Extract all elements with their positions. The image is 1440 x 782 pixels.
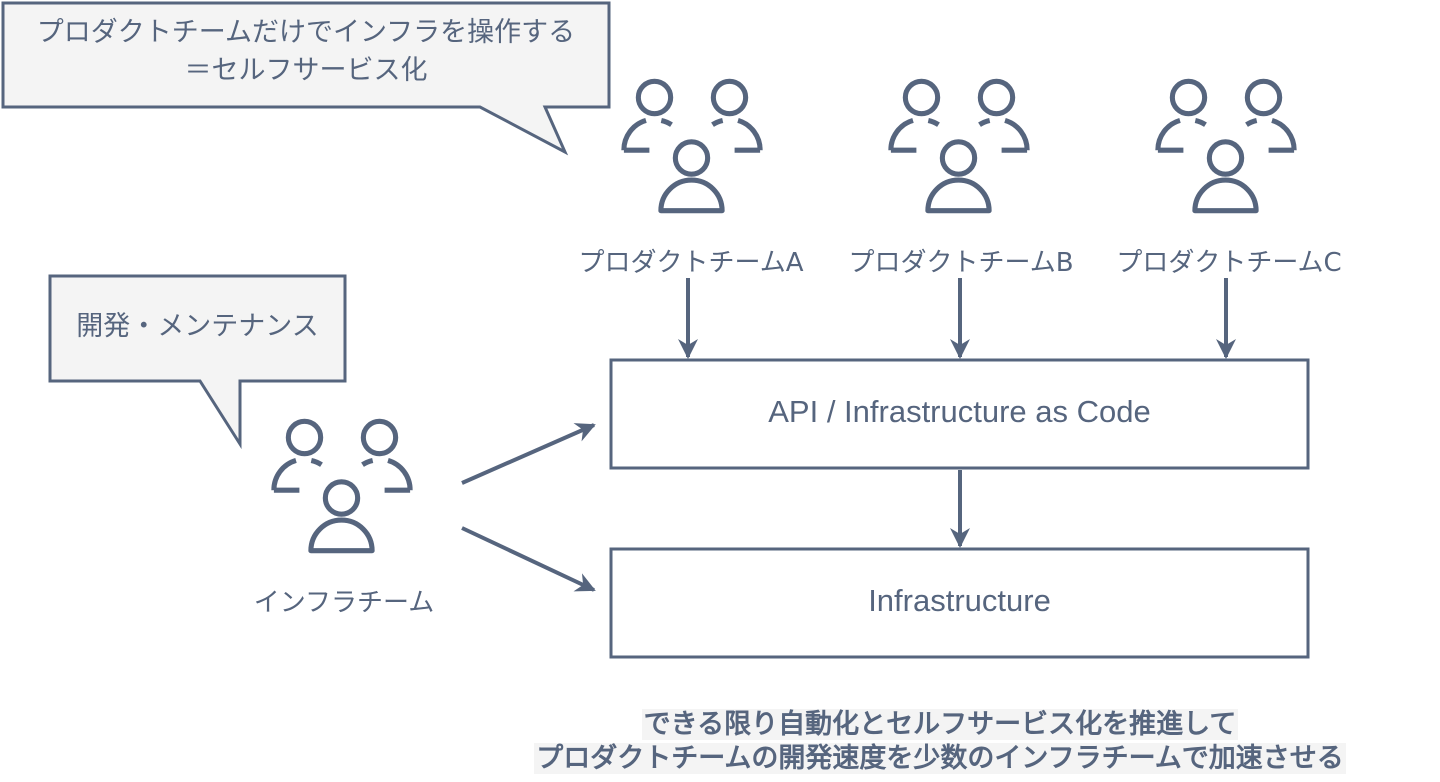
people-group-icon bbox=[1155, 78, 1297, 210]
callout-self-service-bubble bbox=[1, 1, 611, 156]
api-iac-box bbox=[609, 358, 1310, 470]
people-group-icon bbox=[888, 78, 1030, 210]
callout-line: 開発・メンテナンス bbox=[76, 311, 319, 342]
team-b-label: プロダクトチームB bbox=[848, 248, 1074, 278]
callout-self-service-text: プロダクトチームだけでインフラを操作する ＝セルフサービス化 bbox=[3, 14, 609, 90]
people-group-icon bbox=[621, 78, 763, 211]
team-a-label: プロダクトチームA bbox=[578, 248, 804, 278]
callout-line: ＝セルフサービス化 bbox=[184, 55, 428, 86]
callout-dev-maintenance-bubble bbox=[48, 274, 347, 450]
infrastructure-label: Infrastructure bbox=[868, 583, 1051, 618]
callout-line: プロダクトチームだけでインフラを操作する bbox=[36, 17, 576, 48]
footer-summary: できる限り自動化とセルフサービス化を推進して プロダクトチームの開発速度を少数の… bbox=[440, 708, 1440, 776]
infra-team-label: インフラチーム bbox=[253, 588, 435, 618]
infrastructure-box bbox=[609, 547, 1310, 659]
arrow-infra-team-to-infra bbox=[461, 526, 596, 592]
callout-dev-maintenance-text: 開発・メンテナンス bbox=[50, 308, 345, 346]
team-c-label: プロダクトチームC bbox=[1116, 248, 1342, 278]
arrow-infra-team-to-api bbox=[461, 423, 596, 485]
footer-line: できる限り自動化とセルフサービス化を推進して bbox=[641, 709, 1239, 740]
api-iac-label: API / Infrastructure as Code bbox=[768, 394, 1151, 429]
people-group-icon bbox=[271, 418, 413, 550]
footer-line: プロダクトチームの開発速度を少数のインフラチームで加速させる bbox=[534, 743, 1346, 774]
